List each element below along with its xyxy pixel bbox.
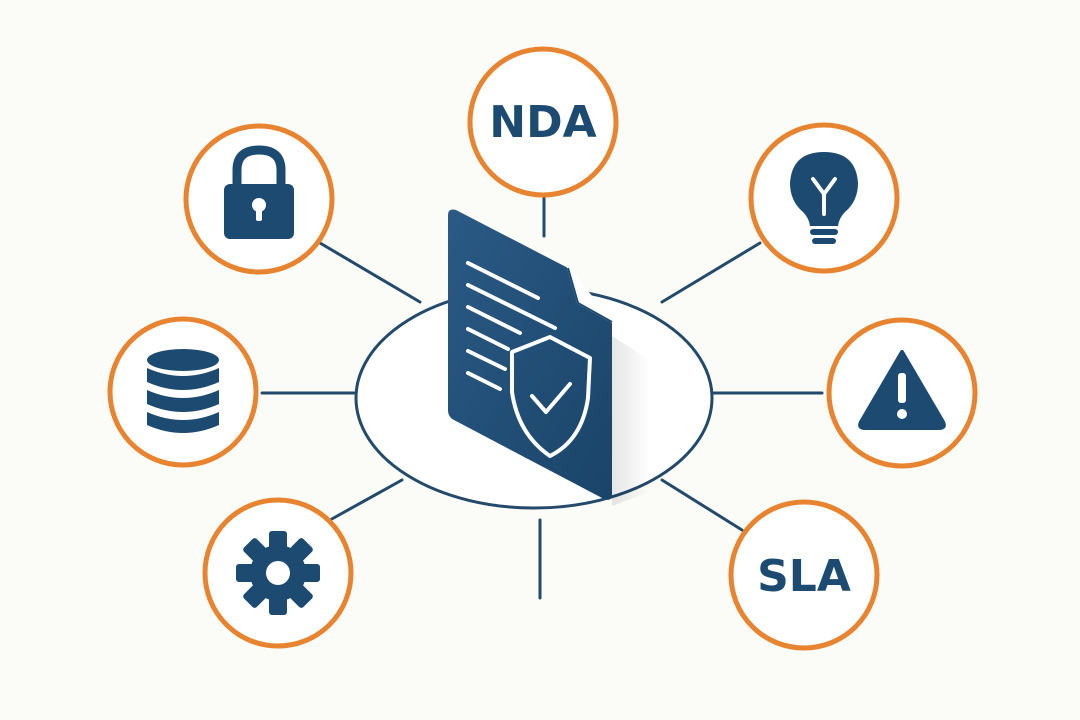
node-bottom-right: SLA	[728, 499, 880, 651]
node-bottom-right-label: SLA	[757, 551, 851, 602]
lightbulb-icon	[790, 152, 858, 244]
database-icon	[147, 349, 219, 433]
gear-icon	[236, 531, 320, 615]
node-mid-right	[826, 317, 978, 469]
node-mid-left	[107, 316, 259, 468]
node-top-right	[748, 122, 900, 274]
node-bottom-left	[202, 497, 354, 649]
connector-lines	[260, 194, 824, 600]
connector-bottom-left	[328, 478, 404, 522]
connector-bottom-right	[660, 478, 744, 532]
node-top-label: NDA	[489, 97, 596, 148]
connector-top-left	[318, 241, 422, 304]
node-top: NDA	[467, 46, 619, 198]
secured-document-icon	[448, 209, 613, 500]
document-shadow	[612, 336, 650, 506]
warning-triangle-icon	[858, 350, 946, 430]
node-top-left	[183, 123, 335, 275]
padlock-icon	[224, 145, 294, 239]
connector-top-right	[660, 241, 762, 304]
